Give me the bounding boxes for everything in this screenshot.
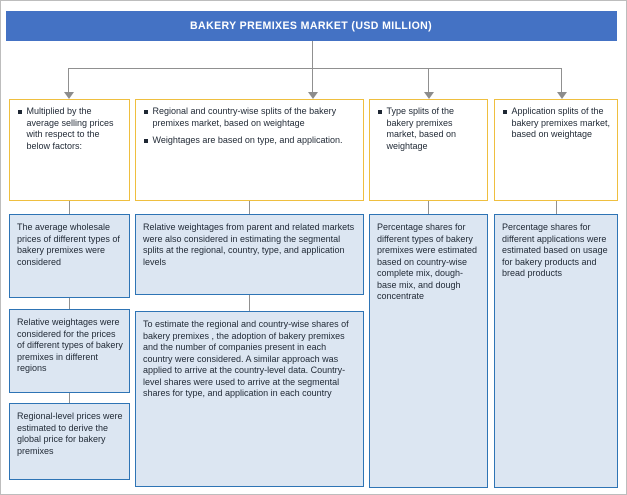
detail-text: Relative weightages from parent and rela…: [143, 222, 355, 267]
connector-line: [69, 201, 70, 214]
detail-text: The average wholesale prices of differen…: [17, 222, 120, 267]
detail-box: Regional-level prices were estimated to …: [9, 403, 130, 480]
detail-text: Relative weightages were considered for …: [17, 317, 123, 373]
criteria-box-pricing: Multiplied by the average selling prices…: [9, 99, 130, 201]
connector-line: [312, 68, 313, 93]
detail-text: Percentage shares for different applicat…: [502, 222, 608, 278]
detail-box: The average wholesale prices of differen…: [9, 214, 130, 298]
bullet-square-icon: [144, 110, 148, 114]
criteria-box-application-splits: Application splits of the bakery premixe…: [494, 99, 618, 201]
criteria-text: Regional and country-wise splits of the …: [152, 106, 337, 128]
arrow-down-icon: [308, 92, 318, 99]
detail-text: Regional-level prices were estimated to …: [17, 411, 123, 456]
connector-line: [428, 68, 429, 93]
bullet-square-icon: [378, 110, 382, 114]
list-item: Weightages are based on type, and applic…: [140, 135, 358, 147]
market-title: BAKERY PREMIXES MARKET (USD MILLION): [190, 20, 433, 32]
connector-line: [249, 295, 250, 311]
detail-text: Percentage shares for different types of…: [377, 222, 478, 301]
criteria-box-regional-splits: Regional and country-wise splits of the …: [135, 99, 364, 201]
connector-line: [68, 68, 69, 93]
list-item: Multiplied by the average selling prices…: [14, 106, 124, 152]
detail-box: Relative weightages from parent and rela…: [135, 214, 364, 295]
detail-box: Relative weightages were considered for …: [9, 309, 130, 393]
market-title-bar: BAKERY PREMIXES MARKET (USD MILLION): [6, 11, 617, 41]
connector-line: [69, 298, 70, 309]
connector-line: [428, 201, 429, 214]
criteria-box-type-splits: Type splits of the bakery premixes marke…: [369, 99, 488, 201]
bullet-square-icon: [144, 139, 148, 143]
list-item: Regional and country-wise splits of the …: [140, 106, 358, 129]
bullet-square-icon: [503, 110, 507, 114]
connector-line: [561, 68, 562, 93]
detail-text: To estimate the regional and country-wis…: [143, 319, 349, 398]
list-item: Application splits of the bakery premixe…: [499, 106, 612, 141]
detail-box: Percentage shares for different applicat…: [494, 214, 618, 488]
criteria-text: Application splits of the bakery premixe…: [511, 106, 611, 139]
connector-line: [556, 201, 557, 214]
detail-box: Percentage shares for different types of…: [369, 214, 488, 488]
connector-line: [69, 393, 70, 403]
connector-line: [68, 68, 562, 69]
connector-line: [312, 41, 313, 69]
connector-line: [249, 201, 250, 214]
detail-box: To estimate the regional and country-wis…: [135, 311, 364, 487]
arrow-down-icon: [64, 92, 74, 99]
list-item: Type splits of the bakery premixes marke…: [374, 106, 482, 152]
arrow-down-icon: [424, 92, 434, 99]
criteria-text: Weightages are based on type, and applic…: [152, 135, 343, 145]
bullet-square-icon: [18, 110, 22, 114]
arrow-down-icon: [557, 92, 567, 99]
criteria-text: Type splits of the bakery premixes marke…: [386, 106, 457, 151]
criteria-text: Multiplied by the average selling prices…: [26, 106, 114, 151]
